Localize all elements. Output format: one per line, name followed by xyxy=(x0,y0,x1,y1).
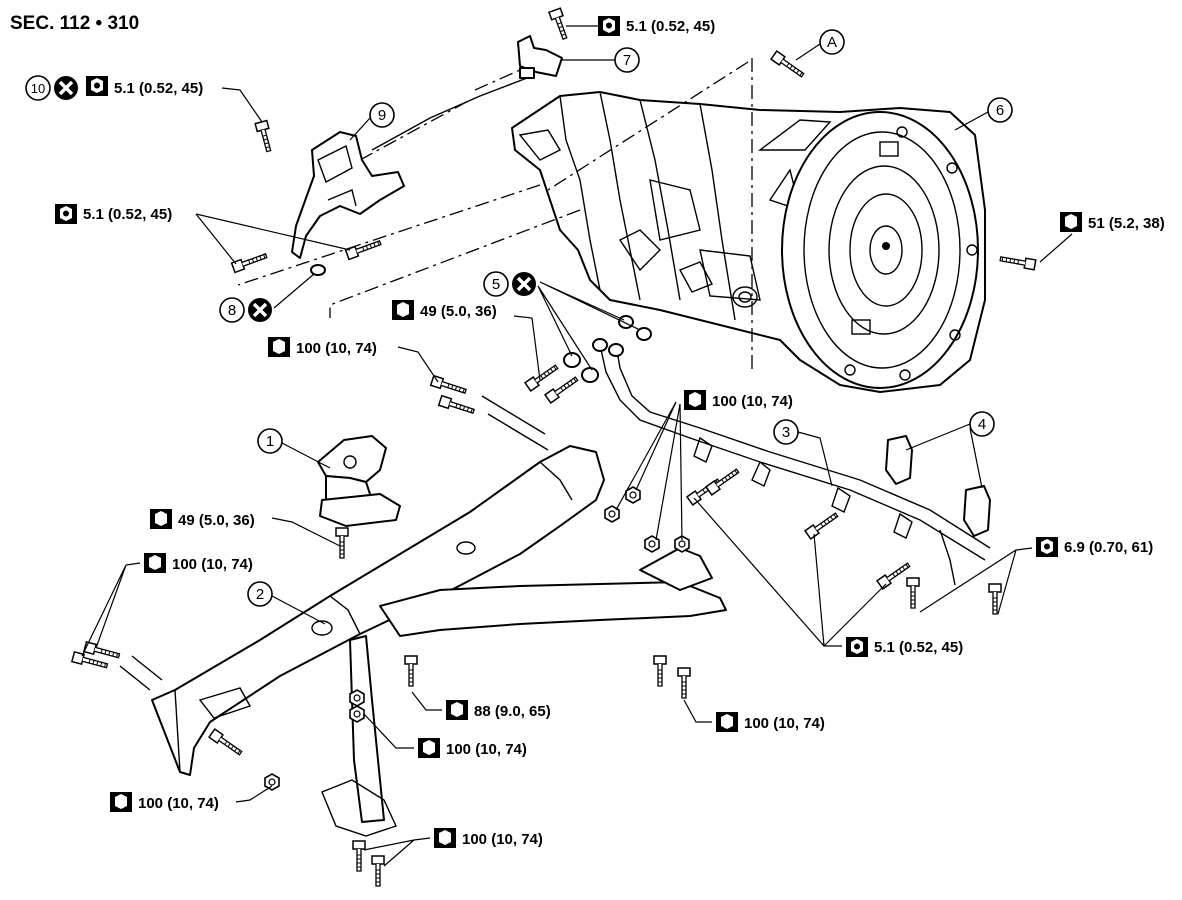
torque-label-long-bolt: 100 (10, 74) xyxy=(268,337,439,383)
callout-A: A xyxy=(795,29,845,61)
torque-label-tube-clips: 5.1 (0.52, 45) xyxy=(693,497,963,657)
svg-text:4: 4 xyxy=(978,416,986,433)
callout-6: 6 xyxy=(954,97,1013,131)
svg-text:8: 8 xyxy=(228,302,236,319)
svg-text:6: 6 xyxy=(996,102,1004,119)
callout-5: 5 xyxy=(483,270,641,371)
svg-text:3: 3 xyxy=(782,424,790,441)
svg-text:100 (10, 74): 100 (10, 74) xyxy=(462,831,543,848)
sealant-icon xyxy=(846,637,868,657)
do-not-reuse-icon xyxy=(510,270,538,298)
svg-text:100 (10, 74): 100 (10, 74) xyxy=(744,715,825,732)
callout-7: 7 xyxy=(562,47,640,73)
section-title: SEC. 112 • 310 xyxy=(10,13,139,34)
sealant-icon xyxy=(1036,537,1058,557)
torque-wrench-icon xyxy=(446,700,468,720)
svg-text:1: 1 xyxy=(266,433,274,450)
svg-text:5: 5 xyxy=(492,276,500,293)
svg-text:100 (10, 74): 100 (10, 74) xyxy=(138,795,219,812)
torque-label-mount: 49 (5.0, 36) xyxy=(150,509,341,547)
sensor-connector xyxy=(371,35,563,151)
torque-wrench-icon xyxy=(150,509,172,529)
rear-crossmember xyxy=(151,445,605,776)
svg-text:100 (10, 74): 100 (10, 74) xyxy=(712,393,793,410)
callout-9: 9 xyxy=(349,102,395,141)
oil-charging-pipe-bracket xyxy=(291,131,405,276)
svg-text:100 (10, 74): 100 (10, 74) xyxy=(446,741,527,758)
svg-text:49 (5.0, 36): 49 (5.0, 36) xyxy=(420,303,497,320)
torque-label-bottom-bolts: 100 (10, 74) xyxy=(363,828,543,867)
svg-text:7: 7 xyxy=(623,52,631,69)
sealant-icon xyxy=(598,16,620,36)
torque-wrench-icon xyxy=(684,390,706,410)
svg-text:9: 9 xyxy=(378,107,386,124)
crossmember-brace xyxy=(321,547,727,837)
svg-text:5.1 (0.52, 45): 5.1 (0.52, 45) xyxy=(874,639,963,656)
torque-wrench-icon xyxy=(418,738,440,758)
callout-8: 8 xyxy=(219,273,315,324)
torque-label-brace-nuts: 100 (10, 74) xyxy=(363,713,527,758)
sealant-icon xyxy=(86,76,108,96)
svg-text:5.1 (0.52, 45): 5.1 (0.52, 45) xyxy=(626,18,715,35)
torque-wrench-icon xyxy=(434,828,456,848)
callout-1: 1 xyxy=(257,428,331,469)
svg-text:A: A xyxy=(827,34,837,51)
svg-text:5.1 (0.52, 45): 5.1 (0.52, 45) xyxy=(83,206,172,223)
torque-label-converter: 51 (5.2, 38) xyxy=(1039,212,1165,263)
torque-wrench-icon xyxy=(392,300,414,320)
fluid-cooler-tube xyxy=(592,338,991,586)
tube-bracket xyxy=(885,435,991,537)
svg-text:10: 10 xyxy=(31,81,45,96)
torque-label-clips: 6.9 (0.70, 61) xyxy=(919,537,1153,615)
torque-wrench-icon xyxy=(1060,212,1082,232)
torque-label-brace-bolts: 100 (10, 74) xyxy=(683,699,825,732)
svg-text:51 (5.2, 38): 51 (5.2, 38) xyxy=(1088,215,1165,232)
do-not-reuse-icon xyxy=(52,74,80,102)
svg-text:100 (10, 74): 100 (10, 74) xyxy=(296,340,377,357)
torque-spec: 5.1 (0.52, 45) xyxy=(114,80,203,97)
torque-label-left-bolts: 100 (10, 74) xyxy=(81,553,253,657)
torque-label-bracket: 5.1 (0.52, 45) xyxy=(55,204,351,265)
torque-wrench-icon xyxy=(110,792,132,812)
do-not-reuse-icon xyxy=(246,296,274,324)
callout-3: 3 xyxy=(773,419,833,487)
callout-10: 10 5.1 (0.52, 45) xyxy=(25,74,263,123)
torque-wrench-icon xyxy=(716,712,738,732)
torque-label-sensor: 5.1 (0.52, 45) xyxy=(566,16,715,36)
torque-label-oil-pan: 49 (5.0, 36) xyxy=(392,300,541,381)
callout-4: 4 xyxy=(905,411,995,489)
torque-label-tube-nuts: 100 (10, 74) xyxy=(615,390,793,541)
torque-label-end-nut: 100 (10, 74) xyxy=(110,785,273,812)
torque-label-mount-nut: 88 (9.0, 65) xyxy=(411,691,551,720)
svg-text:88 (9.0, 65): 88 (9.0, 65) xyxy=(474,703,551,720)
torque-wrench-icon xyxy=(144,553,166,573)
callout-2: 2 xyxy=(247,581,326,625)
svg-text:6.9 (0.70, 61): 6.9 (0.70, 61) xyxy=(1064,539,1153,556)
torque-converter-housing xyxy=(781,111,979,389)
engine-mount xyxy=(317,435,401,527)
svg-text:49 (5.0, 36): 49 (5.0, 36) xyxy=(178,512,255,529)
svg-text:2: 2 xyxy=(256,586,264,603)
sealant-icon xyxy=(55,204,77,224)
svg-text:100 (10, 74): 100 (10, 74) xyxy=(172,556,253,573)
torque-wrench-icon xyxy=(268,337,290,357)
